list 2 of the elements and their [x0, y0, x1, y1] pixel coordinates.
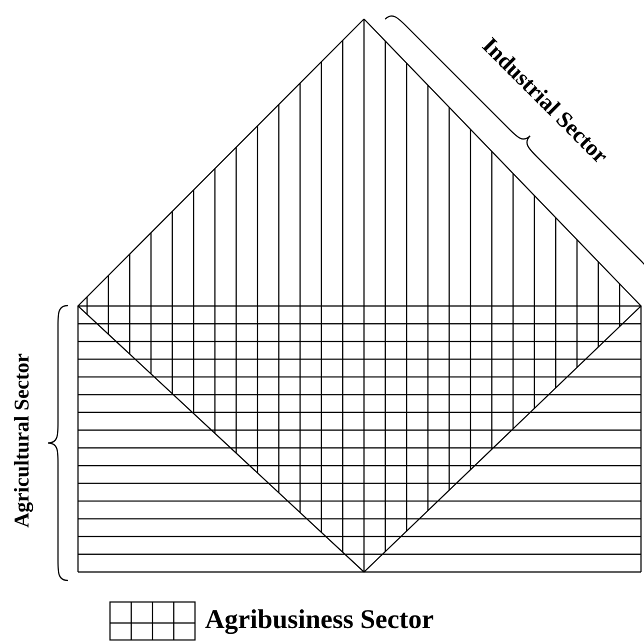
- sector-label: Agricultural Sector: [12, 352, 33, 528]
- legend-label: Agribusiness Sector: [205, 606, 434, 633]
